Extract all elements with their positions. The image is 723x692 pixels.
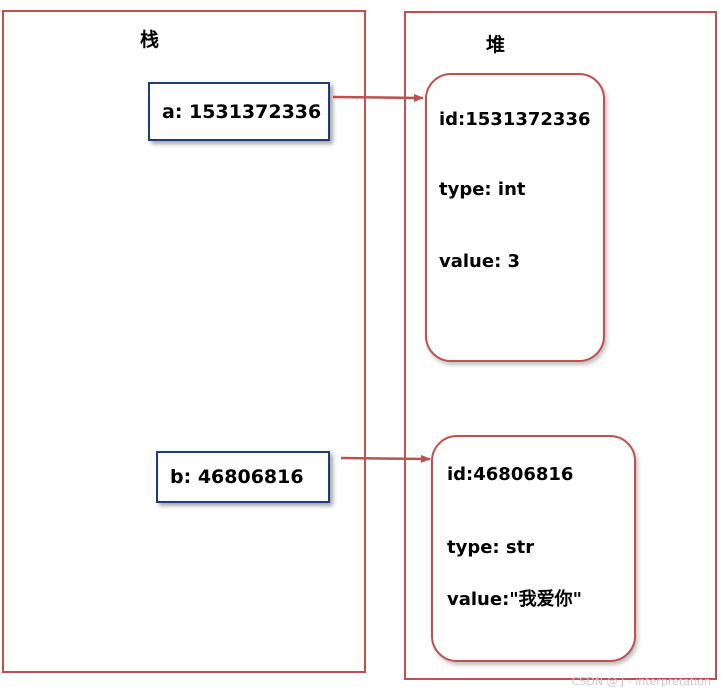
stack-title: 栈 — [140, 29, 160, 51]
heap-object-str-type: type: str — [447, 537, 535, 558]
stack-var-b-label: b: 46806816 — [170, 466, 304, 488]
heap-title: 堆 — [486, 34, 506, 56]
heap-object-str-value: value:"我爱你" — [447, 589, 583, 610]
stack-var-b: b: 46806816 — [156, 451, 330, 503]
heap-object-int-id: id:1531372336 — [439, 109, 591, 130]
heap-object-str-id: id:46806816 — [447, 464, 574, 485]
heap-object-int: id:1531372336 type: int value: 3 — [425, 73, 605, 362]
watermark: CSDN @ J - interpretation — [571, 675, 711, 688]
heap-object-str: id:46806816 type: str value:"我爱你" — [431, 435, 636, 662]
stack-var-a-label: a: 1531372336 — [162, 100, 322, 123]
stack-var-a: a: 1531372336 — [148, 82, 330, 141]
heap-object-int-value: value: 3 — [439, 251, 521, 272]
heap-object-int-type: type: int — [439, 179, 526, 200]
